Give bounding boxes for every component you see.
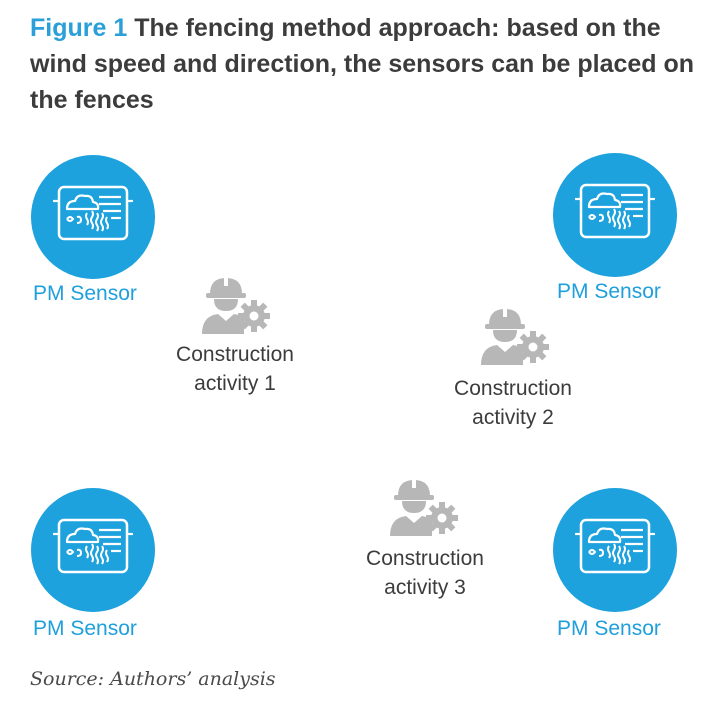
activity-node-2 [479,303,551,367]
activity-label-3: Construction activity 3 [335,544,515,602]
pm-sensor-label: PM Sensor [557,280,661,303]
activity-node-1 [200,272,272,336]
source-note: Source: Authors’ analysis [30,668,276,690]
pm-sensor-node-1 [31,155,155,279]
activity-label-line1: Construction [366,547,484,570]
activity-label-line2: activity 1 [194,372,276,395]
pm-sensor-node-2 [553,153,677,277]
figure-label: Figure 1 [30,14,128,42]
pm-sensor-node-4 [553,488,677,612]
activity-label-1: Construction activity 1 [145,340,325,398]
pm-sensor-label: PM Sensor [33,617,137,640]
activity-label-line1: Construction [454,377,572,400]
pm-sensor-icon [51,518,135,574]
activity-label-line2: activity 3 [384,576,466,599]
figure-title-text: The fencing method approach: based on th… [30,14,695,114]
construction-worker-gear-icon [202,276,270,334]
activity-label-line1: Construction [176,343,294,366]
pm-sensor-node-3 [31,488,155,612]
pm-sensor-icon [573,183,657,239]
pm-sensor-icon [573,518,657,574]
pm-sensor-label: PM Sensor [33,282,137,305]
construction-worker-gear-icon [390,478,458,536]
activity-label-line2: activity 2 [472,406,554,429]
figure-title: Figure 1 The fencing method approach: ba… [30,10,710,118]
activity-node-3 [388,474,460,538]
pm-sensor-icon [51,185,135,241]
construction-worker-gear-icon [481,307,549,365]
activity-label-2: Construction activity 2 [423,374,603,432]
pm-sensor-label: PM Sensor [557,617,661,640]
